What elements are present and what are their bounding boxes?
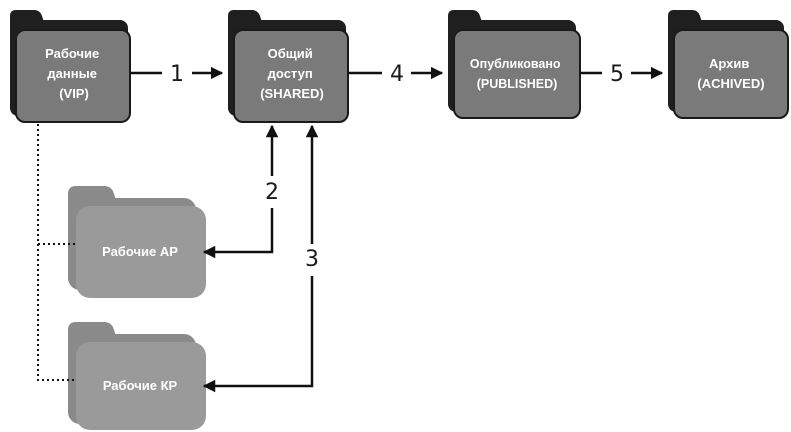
folder-label-line: (PUBLISHED) bbox=[477, 77, 558, 91]
folder-label-line: Опубликовано bbox=[470, 57, 561, 71]
arrow-line bbox=[202, 208, 274, 259]
folder-label-line: Рабочие АР bbox=[102, 244, 178, 259]
folder-kr: Рабочие КР bbox=[68, 322, 206, 430]
folder-label-vip: Рабочие данные (VIP) bbox=[45, 46, 103, 101]
folder-label-line: (SHARED) bbox=[260, 86, 324, 101]
folder-front bbox=[453, 29, 581, 119]
folder-label-ap: Рабочие АР bbox=[102, 244, 178, 259]
folder-label-line: (ACHIVED) bbox=[697, 76, 764, 91]
folder-front bbox=[76, 206, 206, 298]
step-label-4: 4 bbox=[390, 62, 404, 87]
folder-front bbox=[233, 29, 349, 123]
step-label-5: 5 bbox=[610, 62, 624, 87]
folder-published: Опубликовано (PUBLISHED) bbox=[448, 10, 581, 119]
folder-label-line: Архив bbox=[709, 56, 749, 71]
folder-label-shared: Общий доступ (SHARED) bbox=[260, 46, 324, 101]
folder-shared: Общий доступ (SHARED) bbox=[228, 10, 349, 123]
step-label-1: 1 bbox=[170, 62, 184, 87]
folder-label-published: Опубликовано (PUBLISHED) bbox=[470, 57, 564, 91]
folder-vip: Рабочие данные (VIP) bbox=[10, 10, 131, 123]
folder-front bbox=[76, 342, 206, 430]
arrow-line bbox=[202, 276, 314, 393]
folder-label-line: доступ bbox=[268, 66, 313, 81]
folder-label-kr: Рабочие КР bbox=[103, 378, 178, 393]
step-label-2: 2 bbox=[265, 180, 279, 205]
folder-label-line: Рабочие КР bbox=[103, 378, 178, 393]
folder-front bbox=[15, 29, 131, 123]
folder-label-archive: Архив (ACHIVED) bbox=[697, 56, 764, 91]
folder-label-line: Общий bbox=[268, 46, 313, 61]
folder-front bbox=[673, 29, 789, 119]
folder-ap: Рабочие АР bbox=[68, 186, 206, 298]
dotted-connector bbox=[37, 124, 76, 381]
folder-archive: Архив (ACHIVED) bbox=[668, 10, 789, 119]
folder-label-line: данные bbox=[47, 66, 97, 81]
folder-label-line: (VIP) bbox=[59, 86, 89, 101]
step-label-3: 3 bbox=[305, 247, 319, 272]
folder-label-line: Рабочие bbox=[45, 46, 99, 61]
